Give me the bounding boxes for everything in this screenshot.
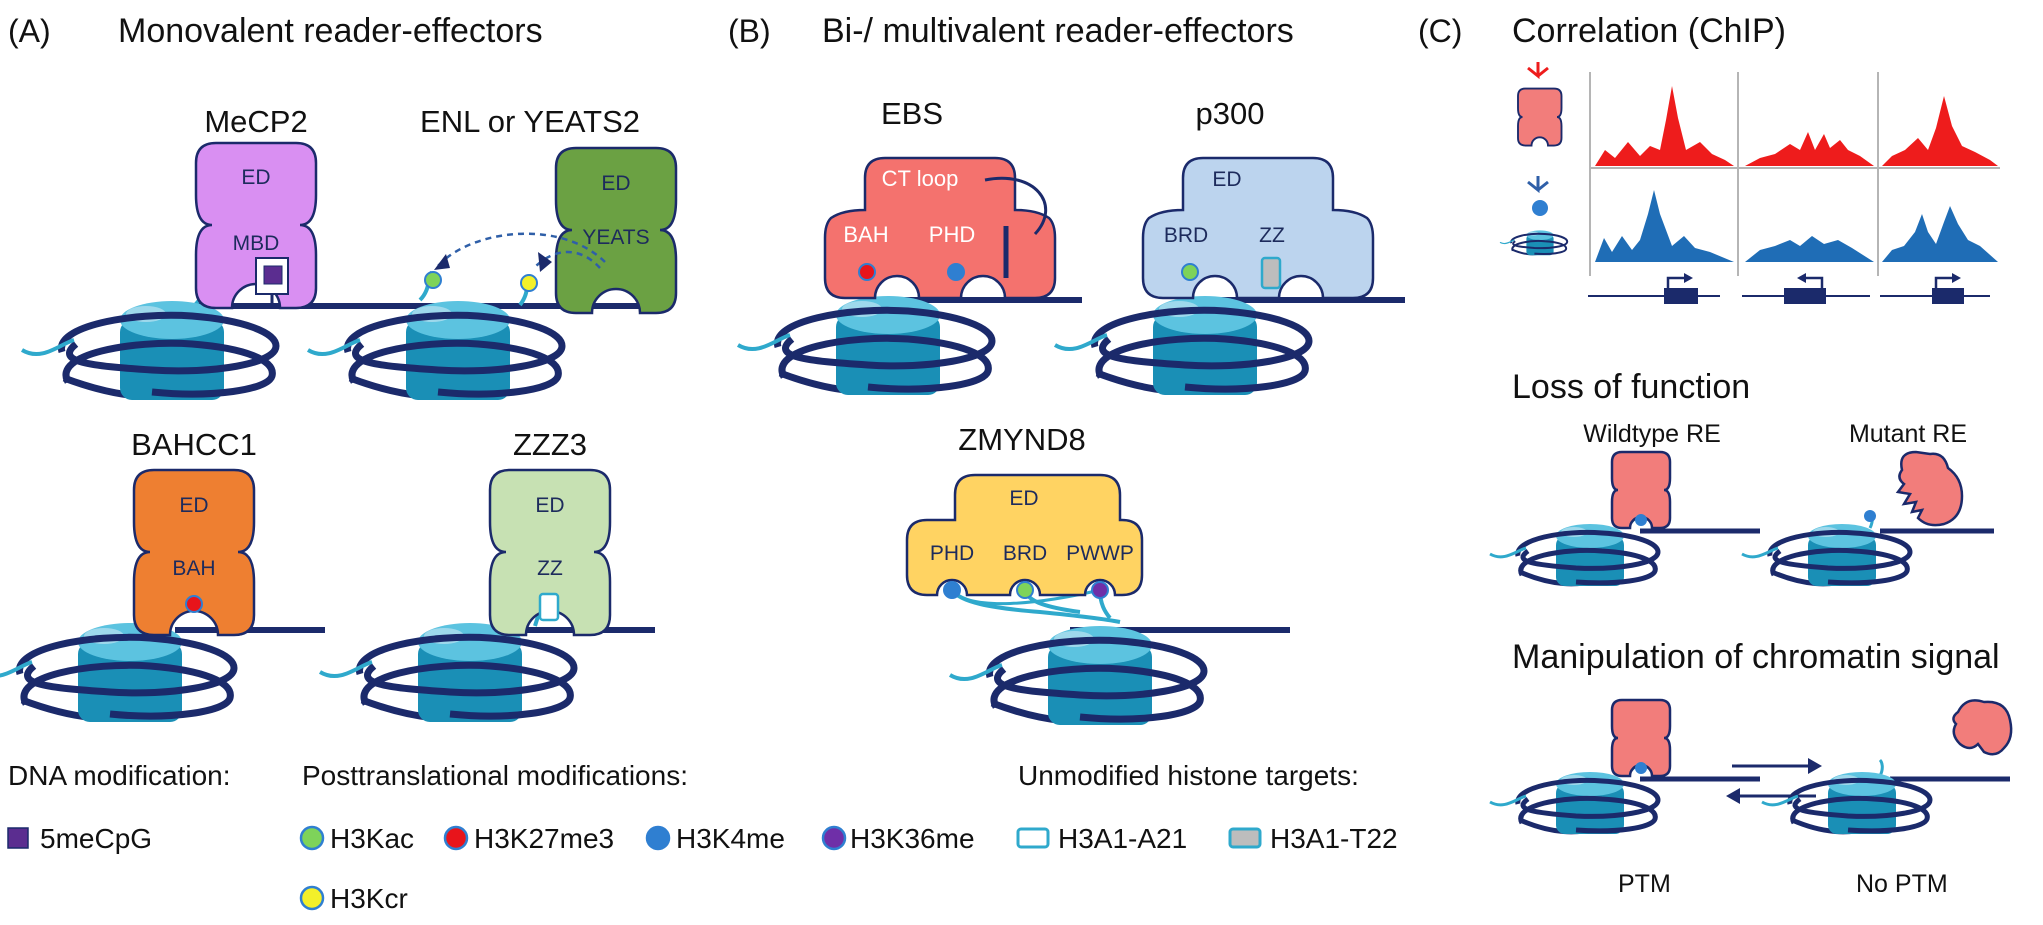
loss-of-function-title: Loss of function (1512, 368, 1750, 406)
zzz3-zz-label: ZZ (537, 557, 563, 580)
legend-5mecpg-swatch (7, 827, 29, 849)
ptm-label: PTM (1618, 870, 1671, 898)
chip-blue-track-1 (1595, 190, 1734, 262)
bahcc1-complex: BAHCC1 ED BAH (0, 427, 325, 722)
enl-yeats-label: YEATS (582, 226, 649, 249)
legend-h3a1-a21-label: H3A1-A21 (1058, 823, 1187, 854)
legend-h3k27me3-swatch (443, 825, 469, 851)
enl-name: ENL or YEATS2 (420, 104, 640, 139)
zmynd8-name: ZMYND8 (958, 422, 1085, 457)
zzz3-name: ZZZ3 (513, 427, 587, 462)
enl-ed-label: ED (601, 172, 630, 195)
legend-h3kcr-swatch (299, 885, 325, 911)
wildtype-re-h3k4me-mark (1635, 514, 1647, 526)
mutant-re-protein (1895, 450, 1964, 527)
zzz3-ed-label: ED (535, 494, 564, 517)
zmynd8-h3k4me-mark (943, 581, 961, 599)
h3k27me3-mark (185, 595, 203, 613)
ebs-bah-label: BAH (843, 222, 888, 247)
legend-ptm-title: Posttranslational modifications: (302, 760, 688, 791)
wildtype-re-label: Wildtype RE (1583, 420, 1721, 448)
panel-a-title: Monovalent reader-effectors (118, 12, 543, 50)
mutant-re-label: Mutant RE (1849, 420, 1967, 448)
h3kcr-mark (520, 274, 538, 292)
chip-red-track-3 (1882, 96, 1998, 166)
p300-complex: p300 ED BRD ZZ (1055, 96, 1405, 395)
5mecpg-mark (263, 265, 283, 285)
mutant-re-h3k4me-mark (1864, 510, 1876, 522)
ptm-h3k4me-mark (1635, 762, 1647, 774)
no-ptm-re-protein (1952, 699, 2013, 756)
chip-red-track-1 (1595, 86, 1734, 166)
p300-name: p300 (1196, 96, 1265, 131)
mecp2-ed-label: ED (241, 166, 270, 189)
manipulation-title: Manipulation of chromatin signal (1512, 638, 2000, 676)
ebs-name: EBS (881, 96, 943, 131)
zmynd8-phd-label: PHD (930, 542, 974, 565)
zmynd8-h3kac-mark (1016, 581, 1034, 599)
zmynd8-h3k36me-mark (1091, 581, 1109, 599)
mutant-re-diagram (1742, 450, 1994, 586)
p300-h3kac-mark (1181, 263, 1199, 281)
no-ptm-diagram (1762, 699, 2013, 834)
enl-complex: ENL or YEATS2 ED YEATS (308, 104, 678, 400)
legend-h3kac-label: H3Kac (330, 823, 414, 854)
ebs-ct-loop-label: CT loop (882, 166, 959, 191)
bahcc1-bah-label: BAH (172, 557, 215, 580)
antibody-red-icon (1517, 62, 1563, 147)
h3kac-mark (424, 271, 442, 289)
mecp2-name: MeCP2 (204, 104, 307, 139)
panel-b-title: Bi-/ multivalent reader-effectors (822, 12, 1294, 50)
correlation-title: Correlation (ChIP) (1512, 12, 1786, 50)
zmynd8-protein (905, 473, 1144, 597)
ebs-phd-label: PHD (929, 222, 975, 247)
gene-model-2 (1742, 273, 1870, 304)
zmynd8-pwwp-label: PWWP (1066, 542, 1134, 565)
p300-h3a1-t22-mark (1260, 256, 1282, 290)
legend-h3k4me-swatch (645, 825, 671, 851)
h3a1-a21-mark (538, 592, 560, 622)
legend-h3k4me-label: H3K4me (676, 823, 785, 854)
gene-model-3 (1880, 273, 1990, 304)
panel-a-label: (A) (8, 13, 51, 49)
legend-h3a1-t22-swatch (1228, 827, 1262, 849)
p300-zz-label: ZZ (1259, 224, 1285, 247)
legend-h3k36me-label: H3K36me (850, 823, 975, 854)
mecp2-complex: MeCP2 ED MBD (22, 104, 455, 400)
legend-h3k36me-swatch (821, 825, 847, 851)
ptm-diagram (1490, 698, 1760, 834)
zmynd8-ed-label: ED (1009, 487, 1038, 510)
legend-h3kac-swatch (299, 825, 325, 851)
ebs-complex: EBS CT loop BAH PHD (738, 96, 1082, 395)
bahcc1-name: BAHCC1 (131, 427, 257, 462)
panel-b-label: (B) (728, 13, 771, 49)
legend-h3a1-a21-swatch (1016, 827, 1050, 849)
legend-unmod-title: Unmodified histone targets: (1018, 760, 1359, 791)
legend-h3a1-t22-label: H3A1-T22 (1270, 823, 1398, 854)
antibody-blue-icon (1498, 176, 1569, 257)
ebs-h3k4me-mark (947, 263, 965, 281)
chip-blue-track-2 (1745, 236, 1874, 262)
wildtype-re-diagram (1490, 450, 1760, 586)
bahcc1-ed-label: ED (179, 494, 208, 517)
legend-5mecpg-label: 5meCpG (40, 823, 152, 854)
no-ptm-label: No PTM (1856, 870, 1948, 898)
legend-h3k27me3-label: H3K27me3 (474, 823, 614, 854)
chip-red-track-2 (1745, 132, 1874, 166)
equilibrium-arrows (1726, 758, 1822, 804)
mecp2-mbd-label: MBD (233, 232, 280, 255)
zmynd8-complex: ZMYND8 ED PHD BRD PWWP (905, 422, 1290, 725)
legend-h3kcr-label: H3Kcr (330, 883, 408, 914)
p300-ed-label: ED (1212, 168, 1241, 191)
p300-brd-label: BRD (1164, 224, 1208, 247)
ebs-h3k27me3-mark (858, 263, 876, 281)
chip-tracks (1588, 72, 2000, 304)
chip-blue-track-3 (1882, 206, 1998, 262)
gene-model-1 (1588, 273, 1720, 304)
legend-dna-title: DNA modification: (8, 760, 231, 791)
zzz3-complex: ZZZ3 ED ZZ (320, 427, 655, 722)
zmynd8-brd-label: BRD (1003, 542, 1047, 565)
panel-c-label: (C) (1418, 13, 1462, 49)
